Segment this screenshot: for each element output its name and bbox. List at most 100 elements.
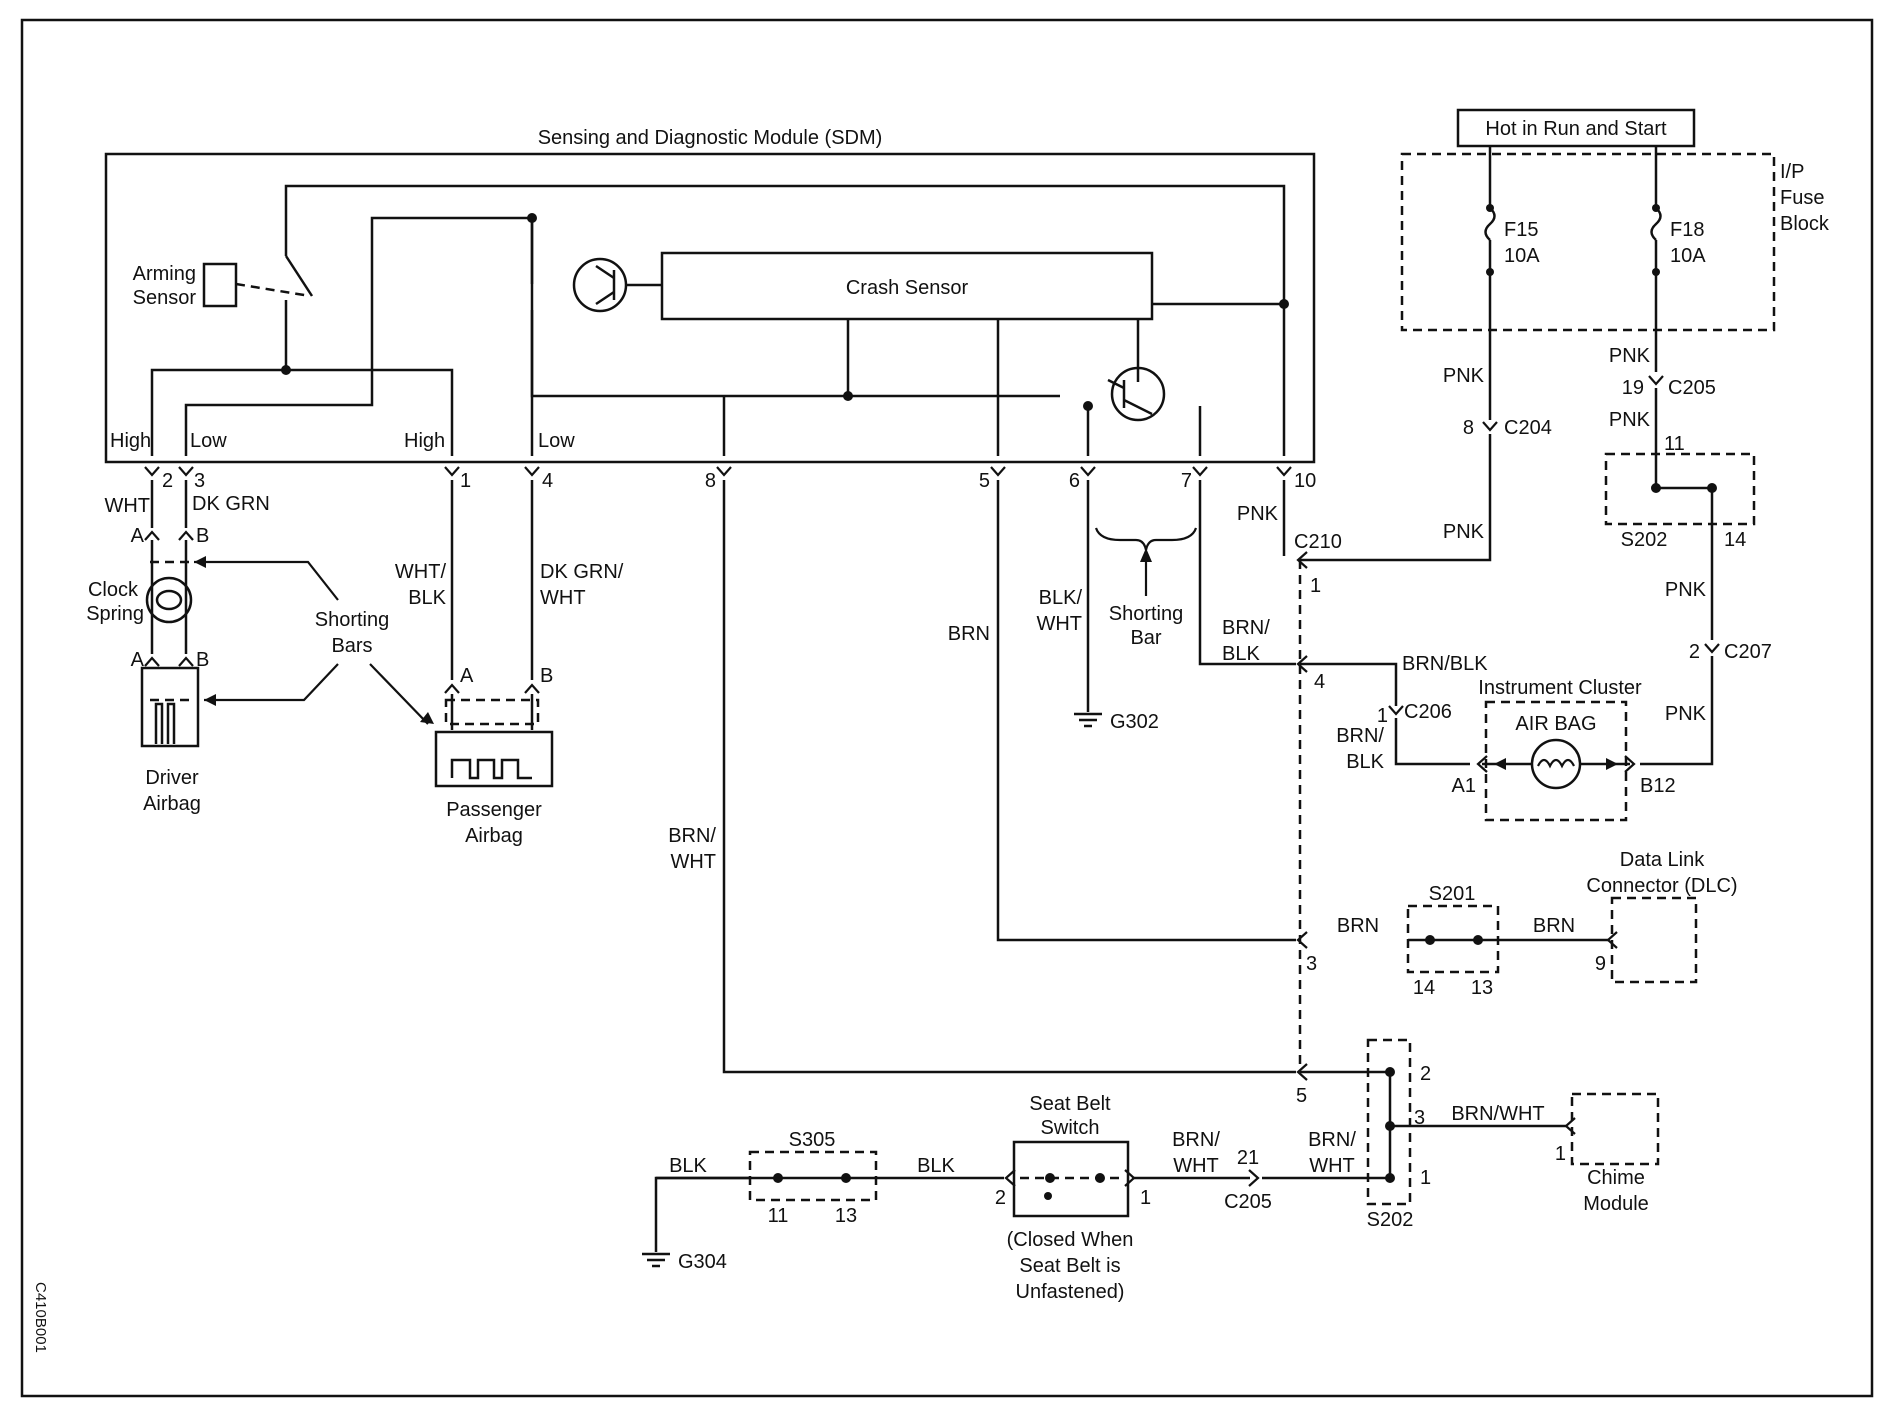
cluster-pin-b12: B12 (1640, 775, 1676, 797)
driver-wire-dkgrn: DK GRN (192, 493, 270, 515)
c205-top-mark (1647, 374, 1665, 386)
shorting-bar-label-2: Bar (1130, 627, 1161, 649)
page-border (20, 18, 1874, 1398)
fuse-f15-name: F15 (1504, 219, 1538, 241)
transistor-upper-symbol (572, 257, 628, 313)
c205-bottom-pin: 21 (1237, 1147, 1259, 1169)
wire-label-pnk-c207: PNK (1665, 703, 1707, 725)
chime-label-1: Chime (1587, 1167, 1645, 1189)
wire-label-blk-wht-1: BLK/ (1039, 587, 1083, 609)
c204-mark (1481, 420, 1499, 432)
fuse-block-label-1: I/P (1780, 161, 1804, 183)
driver-high-label: High (110, 430, 151, 452)
wire-label-brn-s201-right: BRN (1533, 915, 1575, 937)
shorting-bars-label-1: Shorting (315, 609, 390, 631)
clock-spring-label-2: Spring (86, 603, 144, 625)
sdm-pin-4: 4 (542, 470, 553, 492)
passenger-high-label: High (404, 430, 445, 452)
s201-label: S201 (1429, 883, 1476, 905)
passenger-wire-1a: WHT/ (395, 561, 447, 583)
seat-belt-pin-2: 2 (995, 1187, 1006, 1209)
sdm-title: Sensing and Diagnostic Module (SDM) (538, 127, 883, 149)
arming-sensor-label-1: Arming (133, 263, 196, 285)
seat-belt-switch-contacts (1020, 1173, 1122, 1200)
wire-label-brn-wht-switch-1: BRN/ (1172, 1129, 1220, 1151)
wire-label-pnk-f15: PNK (1443, 365, 1485, 387)
driver-conn-b-bottom: B (196, 649, 209, 671)
instrument-cluster-box (1484, 700, 1628, 822)
sdm-pin-5: 5 (979, 470, 990, 492)
wire-label-brn-blk-c206-1: BRN/ (1336, 725, 1384, 747)
airbag-lamp-label: AIR BAG (1515, 713, 1596, 735)
sdm-pin-marks (143, 465, 1293, 477)
wire-label-brn-blk-c206-2: BLK (1346, 751, 1384, 773)
sdm-pin-3: 3 (194, 470, 205, 492)
wire-label-brn-s201-left: BRN (1337, 915, 1379, 937)
arming-sensor-symbol (202, 255, 314, 308)
clock-spring-label-1: Clock (88, 579, 139, 601)
seat-belt-note-1: (Closed When (1007, 1229, 1134, 1251)
dlc-box (1610, 896, 1698, 984)
dlc-pin-9: 9 (1595, 953, 1606, 975)
wire-label-blk-ground: BLK (669, 1155, 707, 1177)
driver-conn-a-bottom: A (131, 649, 145, 671)
driver-low-label: Low (190, 430, 227, 452)
s202-bottom-box (1366, 1038, 1412, 1206)
passenger-wire-2a: DK GRN/ (540, 561, 624, 583)
wire-brn-blk-c206 (1300, 662, 1398, 706)
s305-label: S305 (789, 1129, 836, 1151)
ground-g304-label: G304 (678, 1251, 727, 1273)
c206-label: C206 (1404, 701, 1452, 723)
transistor-lower-symbol (1107, 366, 1166, 422)
crash-sensor-box (660, 251, 1154, 321)
passenger-airbag-label-1: Passenger (446, 799, 542, 821)
seat-belt-switch-label-2: Switch (1041, 1117, 1100, 1139)
shorting-bars-arrows (194, 556, 434, 725)
wire-label-pnk-c204: PNK (1443, 521, 1485, 543)
power-label: Hot in Run and Start (1485, 118, 1667, 140)
fuse-block-box (1400, 152, 1776, 332)
driver-airbag-box (140, 666, 200, 748)
s202-bottom-pin-2: 2 (1420, 1063, 1431, 1085)
wire-label-brn-wht-s202-1: BRN/ (1308, 1129, 1356, 1151)
passenger-airbag-box (434, 730, 554, 788)
c210-pin-3: 3 (1306, 953, 1317, 975)
c207-pin: 2 (1689, 641, 1700, 663)
shorting-bars-label-2: Bars (331, 635, 372, 657)
chime-module-box (1570, 1092, 1660, 1166)
wire-blk-g304 (654, 1176, 750, 1252)
s202-top-pin-11: 11 (1664, 433, 1685, 455)
ground-g304-symbol (640, 1252, 672, 1268)
s202-bottom-pin-1: 1 (1420, 1167, 1431, 1189)
passenger-airbag-wires (434, 480, 554, 788)
passenger-conn-a: A (460, 665, 474, 687)
c205-top-label: C205 (1668, 377, 1716, 399)
airbag-lamp-icon (1530, 738, 1582, 790)
fuse-f15-rating: 10A (1504, 245, 1540, 267)
fuse-f18-rating: 10A (1670, 245, 1706, 267)
wire-brn-pin5 (996, 480, 1296, 942)
driver-conn-b-top: B (196, 525, 209, 547)
seat-belt-switch-box (1012, 1140, 1130, 1218)
s202-bottom-pin-3: 3 (1414, 1107, 1425, 1129)
wire-pnk-c207-cluster (1640, 656, 1714, 766)
wire-brn-wht-pin8 (722, 480, 1296, 1074)
figure-id: C410B001 (32, 1282, 49, 1353)
sdm-pin-1: 1 (460, 470, 471, 492)
passenger-low-label: Low (538, 430, 575, 452)
c210-pin-5: 5 (1296, 1085, 1307, 1107)
wire-label-brn-wht-s202-2: WHT (1309, 1155, 1355, 1177)
ground-g302-label: G302 (1110, 711, 1159, 733)
fuse-block-label-2: Fuse (1780, 187, 1824, 209)
seat-belt-note-3: Unfastened) (1016, 1281, 1125, 1303)
arming-sensor-label-2: Sensor (133, 287, 197, 309)
c210-pin-4: 4 (1314, 671, 1325, 693)
chime-pin: 1 (1555, 1143, 1566, 1165)
passenger-wire-1b: BLK (408, 587, 446, 609)
c204-label: C204 (1504, 417, 1552, 439)
shorting-bar-brace (1094, 527, 1198, 596)
seat-belt-pin-1: 1 (1140, 1187, 1151, 1209)
c207-label: C207 (1724, 641, 1772, 663)
c210-pin-1: 1 (1310, 575, 1321, 597)
